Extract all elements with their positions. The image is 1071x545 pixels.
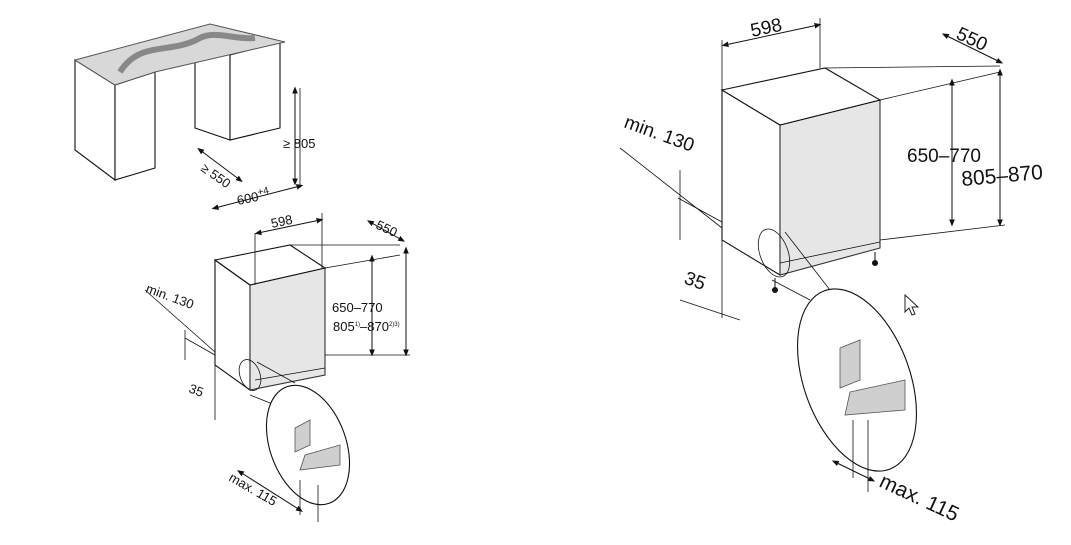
niche-drawing: ≥ 805 ≥ 550 600+4 [73, 23, 315, 210]
large-max-plinth-label: max. 115 [876, 470, 963, 527]
large-door-height-label: 650–770 [907, 146, 981, 167]
large-foot-label: 35 [681, 268, 708, 295]
large-min-gap-label: min. 130 [621, 112, 697, 157]
niche-width-tolerance-label: +4 [257, 185, 271, 198]
small-min-gap-label: min. 130 [144, 281, 196, 312]
small-max-plinth-label: max. 115 [227, 470, 280, 509]
large-depth-label: 550 [953, 23, 991, 55]
large-appliance-drawing: 598 550 650–770 805–870 min. 130 35 max.… [619, 15, 1044, 527]
left-cabinet-front [114, 71, 156, 181]
niche-min-height-label: ≥ 805 [283, 136, 315, 151]
large-appliance-door [779, 99, 881, 276]
svg-text:600+4: 600+4 [235, 185, 271, 208]
large-width-label: 598 [749, 15, 784, 42]
countertop-cutout [117, 31, 256, 74]
niche-width-label: 600 [236, 189, 260, 208]
niche-depth-dimension [197, 147, 243, 183]
large-width-dimension [721, 22, 822, 48]
small-depth-dimension [366, 220, 406, 242]
small-foot-label: 35 [187, 381, 206, 400]
small-width-dimension [254, 217, 324, 236]
small-appliance-drawing: 598 550 650–770 8051)–8702)3) min. 130 3… [144, 212, 410, 522]
large-max-plinth-dimension [831, 460, 876, 482]
arrow-cursor-icon [904, 293, 920, 316]
niche-width-dimension [211, 184, 304, 210]
small-height-min-label: 805 [333, 319, 355, 334]
small-max-plinth-dimension [237, 470, 303, 512]
small-height-min-note: 1) [355, 322, 360, 328]
right-cabinet-front [229, 41, 281, 141]
small-height-max-note: 2)3) [389, 322, 400, 328]
small-door-height-label: 650–770 [332, 300, 383, 315]
niche-min-depth-label: ≥ 550 [198, 160, 233, 191]
large-depth-dimension [941, 33, 1004, 64]
small-appliance-door [249, 267, 326, 391]
small-height-max-label: –870 [360, 319, 389, 334]
small-width-label: 598 [270, 212, 294, 231]
svg-text:8051)–8702)3): 8051)–8702)3) [333, 319, 400, 334]
